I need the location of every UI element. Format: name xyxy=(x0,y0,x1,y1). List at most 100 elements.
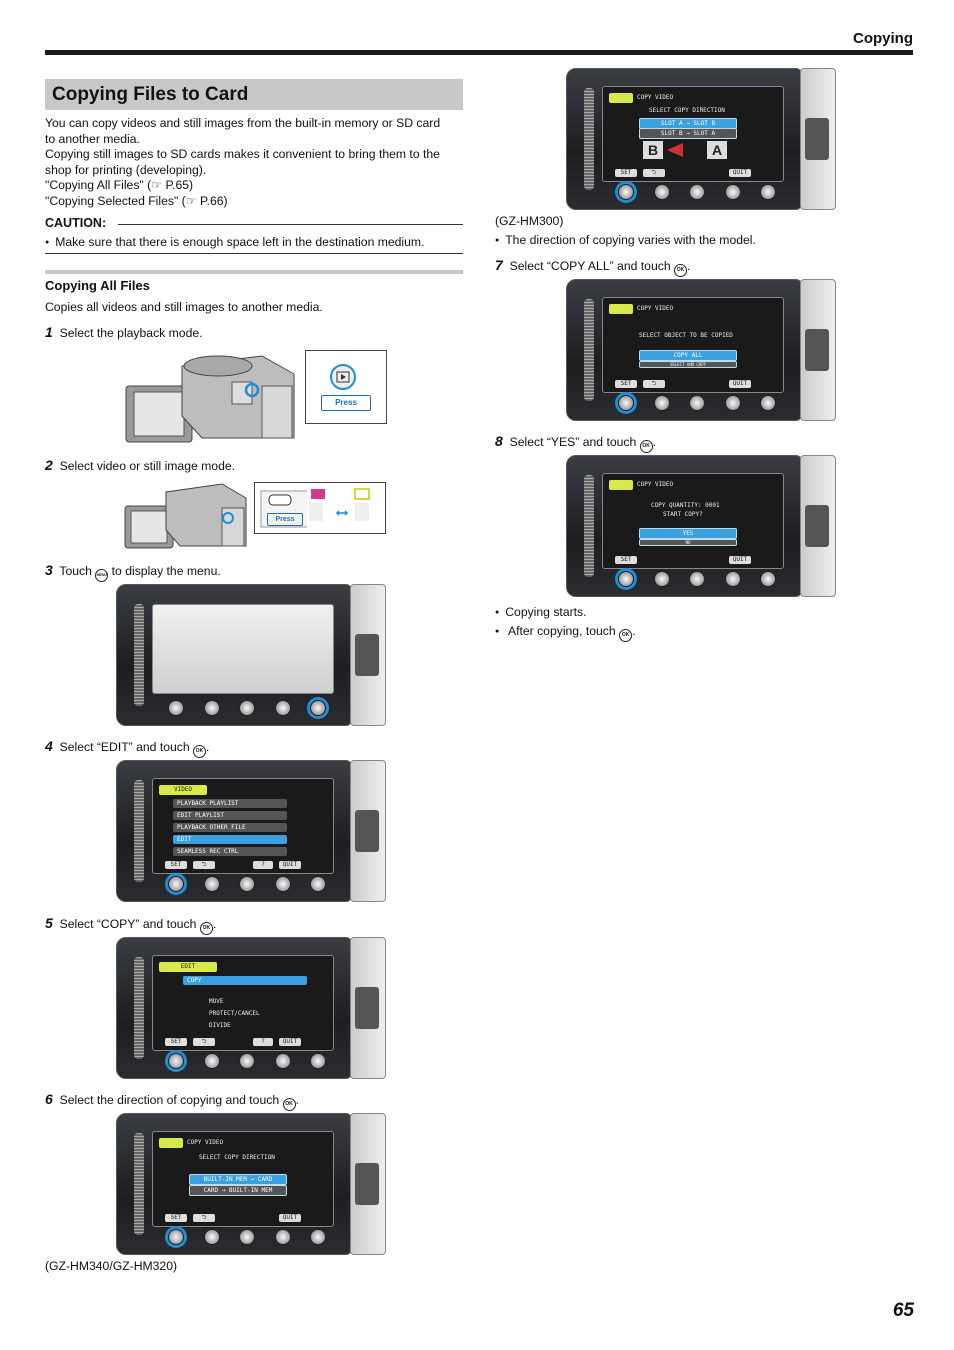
menu-item[interactable]: PROTECT/CANCEL xyxy=(209,1010,260,1017)
quit-button[interactable]: QUIT xyxy=(729,380,751,388)
hw-button[interactable] xyxy=(203,700,220,716)
ok-icon: OK xyxy=(673,264,687,277)
quit-button[interactable]: QUIT xyxy=(279,1038,301,1046)
back-button[interactable]: ⮌ xyxy=(193,861,215,869)
camera-screen-copy-menu: EDIT COPY MOVE PROTECT/CANCEL DIVIDE SET… xyxy=(116,937,386,1079)
option-copy-all[interactable]: COPY ALL xyxy=(639,350,737,361)
help-button[interactable]: ? xyxy=(253,1038,273,1046)
page-title: Copying Files to Card xyxy=(52,84,249,105)
hw-button[interactable] xyxy=(653,571,670,587)
menu-item[interactable]: PLAYBACK OTHER FILE xyxy=(173,823,287,832)
set-button[interactable]: SET xyxy=(615,169,637,177)
hw-button[interactable] xyxy=(239,1229,255,1245)
hw-button[interactable] xyxy=(274,1229,291,1245)
hw-button[interactable] xyxy=(239,1053,255,1069)
hw-button[interactable] xyxy=(239,876,255,892)
hw-button[interactable] xyxy=(724,395,741,411)
step-7: 7 Select “COPY ALL” and touch OK. xyxy=(495,257,690,277)
menu-item[interactable]: EDIT PLAYLIST xyxy=(173,811,287,820)
back-button[interactable]: ⮌ xyxy=(643,169,665,177)
step-text: Select video or still image mode. xyxy=(59,459,236,473)
hw-button[interactable] xyxy=(689,184,705,200)
ok-button[interactable] xyxy=(618,395,634,411)
ok-button[interactable] xyxy=(168,700,184,716)
ok-button[interactable] xyxy=(618,184,634,200)
option-builtin-to-card[interactable]: BUILT-IN MEM → CARD xyxy=(189,1174,287,1185)
hw-button[interactable] xyxy=(274,1053,291,1069)
help-button[interactable]: ? xyxy=(253,861,273,869)
set-button[interactable]: SET xyxy=(615,556,637,564)
menu-tab: VIDEO xyxy=(159,785,207,795)
caption-hm300: (GZ-HM300) xyxy=(495,214,564,228)
step-6: 6 Select the direction of copying and to… xyxy=(45,1091,299,1111)
hw-button[interactable] xyxy=(203,876,220,892)
menu-button[interactable] xyxy=(760,571,776,587)
ok-button[interactable] xyxy=(168,876,184,892)
menu-item[interactable]: MOVE xyxy=(209,998,224,1005)
hw-button[interactable] xyxy=(653,395,670,411)
hw-button[interactable] xyxy=(203,1053,220,1069)
menu-item[interactable]: DIVIDE xyxy=(209,1022,231,1029)
option-select-and-copy[interactable]: SELECT AND COPY xyxy=(639,361,737,368)
menu-button[interactable] xyxy=(310,700,326,716)
ok-button[interactable] xyxy=(618,571,634,587)
menu-item[interactable]: PLAYBACK PLAYLIST xyxy=(173,799,287,808)
hw-button[interactable] xyxy=(203,1229,220,1245)
menu-item-copy[interactable]: COPY xyxy=(183,976,307,985)
header-rule xyxy=(45,50,913,55)
page-number: 65 xyxy=(892,1300,914,1321)
quit-button[interactable]: QUIT xyxy=(279,861,301,869)
menu-button[interactable] xyxy=(310,876,326,892)
ok-icon: OK xyxy=(193,745,207,758)
option-slot-b-to-a[interactable]: SLOT B → SLOT A xyxy=(639,128,737,139)
lcd-screen: EDIT COPY MOVE PROTECT/CANCEL DIVIDE SET… xyxy=(152,955,334,1051)
hw-button[interactable] xyxy=(274,700,291,716)
step-text: Select “COPY ALL” and touch xyxy=(509,259,671,273)
screen-prompt: SELECT COPY DIRECTION xyxy=(649,107,725,114)
hw-button[interactable] xyxy=(653,184,670,200)
set-button[interactable]: SET xyxy=(165,1038,187,1046)
arrow-left-icon xyxy=(667,143,683,157)
slot-a-icon: A xyxy=(707,141,727,159)
menu-button[interactable] xyxy=(760,395,776,411)
hw-button[interactable] xyxy=(239,700,255,716)
quit-button[interactable]: QUIT xyxy=(729,556,751,564)
note-direction: The direction of copying varies with the… xyxy=(495,233,756,247)
link-copying-selected-files[interactable]: "Copying Selected Files" (☞ P.66) xyxy=(45,193,228,208)
back-button[interactable]: ⮌ xyxy=(193,1214,215,1222)
step-number: 5 xyxy=(45,915,53,931)
yes-button[interactable]: YES xyxy=(639,528,737,539)
caution-rule xyxy=(118,224,463,225)
link-copying-all-files[interactable]: "Copying All Files" (☞ P.65) xyxy=(45,178,194,192)
back-button[interactable]: ⮌ xyxy=(193,1038,215,1046)
menu-button[interactable] xyxy=(310,1229,326,1245)
step-text: Select “COPY” and touch xyxy=(59,917,197,931)
ok-button[interactable] xyxy=(168,1053,184,1069)
set-button[interactable]: SET xyxy=(615,380,637,388)
ok-button[interactable] xyxy=(168,1229,184,1245)
menu-icon: MENU xyxy=(95,569,109,582)
hw-button[interactable] xyxy=(689,395,705,411)
hw-button[interactable] xyxy=(274,876,291,892)
menu-button[interactable] xyxy=(310,1053,326,1069)
press-label: Press xyxy=(267,513,303,526)
menu-button[interactable] xyxy=(760,184,776,200)
menu-item-edit[interactable]: EDIT xyxy=(173,835,287,844)
no-button[interactable]: NO xyxy=(639,539,737,546)
option-card-to-builtin[interactable]: CARD → BUILT-IN MEM xyxy=(189,1185,287,1196)
screen-title: COPY VIDEO xyxy=(637,305,674,312)
menu-item[interactable]: SEAMLESS REC CTRL xyxy=(173,847,287,856)
back-button[interactable]: ⮌ xyxy=(643,380,665,388)
hw-button[interactable] xyxy=(689,571,705,587)
step-number: 2 xyxy=(45,457,53,473)
hw-button[interactable] xyxy=(724,184,741,200)
step-text: Touch xyxy=(59,564,92,578)
set-button[interactable]: SET xyxy=(165,861,187,869)
step-text: Select the direction of copying and touc… xyxy=(59,1093,280,1107)
quit-button[interactable]: QUIT xyxy=(729,169,751,177)
lcd-screen: COPY VIDEO COPY QUANTITY: 0001 START COP… xyxy=(602,473,784,569)
set-button[interactable]: SET xyxy=(165,1214,187,1222)
quit-button[interactable]: QUIT xyxy=(279,1214,301,1222)
hw-button[interactable] xyxy=(724,571,741,587)
callout-mode-switch: Press xyxy=(254,482,386,534)
